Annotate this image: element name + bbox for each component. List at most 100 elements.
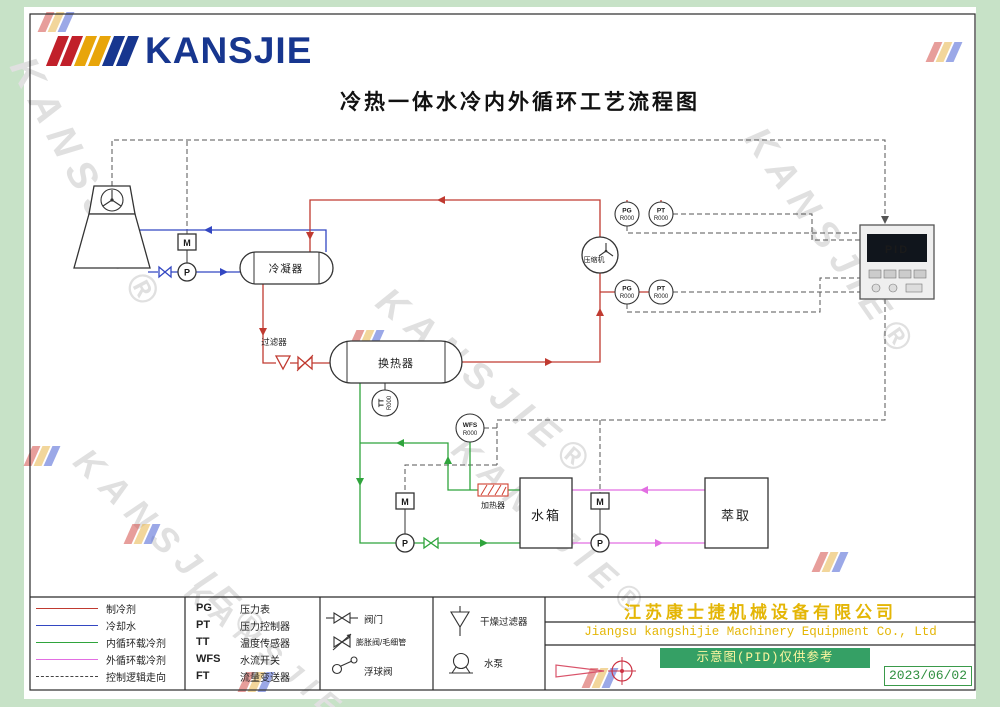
pid-controller: PID <box>859 224 935 300</box>
condenser-vessel: 冷凝器 <box>239 251 334 285</box>
legend-line-label: 制冷剂 <box>106 604 136 616</box>
pump-label: P <box>402 539 408 549</box>
refrigerant-piping <box>259 196 662 372</box>
instrument-id: R000 <box>654 294 669 300</box>
pump-label: P <box>184 268 190 278</box>
extraction-unit: 萃取 <box>704 477 769 549</box>
pressure-controller-bottom: PT R000 <box>648 279 674 305</box>
instrument-id: R000 <box>654 216 669 222</box>
instrument-desc: 温度传感器 <box>240 638 290 650</box>
internal-coolant-valve-icon <box>423 536 439 550</box>
heater-label: 加热器 <box>481 500 505 510</box>
external-coolant-line-swatch <box>36 658 98 660</box>
heat-exchanger-vessel: 换热器 <box>329 340 463 384</box>
motor-box <box>590 492 610 510</box>
legend-line-row: 制冷剂 <box>36 601 136 616</box>
pressure-gauge-bottom: PG R000 <box>614 279 640 305</box>
legend-line-row: 控制逻辑走向 <box>36 669 166 684</box>
legend-instrument-row: FT 流量变送器 <box>196 669 290 684</box>
instrument-tag: PT <box>657 208 665 215</box>
motor-box <box>395 492 415 510</box>
instrument-desc: 水流开关 <box>240 655 280 667</box>
water-flow-switch: WFS R000 <box>455 413 485 443</box>
instrument-tag: PT <box>657 286 665 293</box>
refrigerant-line-swatch <box>36 607 98 609</box>
instrument-code: WFS <box>196 653 221 665</box>
legend-water-pump-icon <box>449 652 473 674</box>
motor-label: M <box>401 497 409 507</box>
heat-exchanger-label: 换热器 <box>378 356 414 370</box>
instrument-code: FT <box>196 670 210 682</box>
internal-coolant-piping <box>356 383 520 550</box>
legend-float-valve-label: 浮球阀 <box>364 667 393 678</box>
heater: 加热器 <box>477 483 509 510</box>
dry-filter-icon <box>274 355 292 371</box>
drawing-date: 2023/06/02 <box>884 666 972 686</box>
water-tank: 水箱 <box>519 477 573 549</box>
instrument-desc: 压力表 <box>240 604 270 616</box>
pump-circle <box>590 533 610 553</box>
legend-water-pump-label: 水泵 <box>484 659 504 670</box>
sheet-background <box>24 7 976 699</box>
external-coolant-piping <box>572 486 705 547</box>
instrument-tag: TT <box>379 398 386 407</box>
brand-name: KANSJIE <box>145 30 313 71</box>
internal-coolant-pump-set: M P <box>395 492 415 553</box>
legend-line-label: 控制逻辑走向 <box>106 672 166 684</box>
water-tank-label: 水箱 <box>531 508 561 523</box>
legend-line-row: 冷却水 <box>36 618 136 633</box>
instrument-tag: WFS <box>463 422 478 429</box>
legend-dry-filter-icon <box>450 606 470 636</box>
instrument-id: R000 <box>620 216 635 222</box>
instrument-desc: 压力控制器 <box>240 621 290 633</box>
legend-line-label: 外循环载冷剂 <box>106 655 166 667</box>
tower-fan-icon <box>100 188 124 212</box>
company-name-cn: 江苏康士捷机械设备有限公司 <box>624 603 897 622</box>
filter-label: 过滤器 <box>261 337 287 347</box>
temperature-sensor: TT R000 <box>371 383 399 417</box>
cooling-water-piping <box>140 226 327 279</box>
company-logo-icon <box>555 657 636 685</box>
drawing-note: 示意图(PID)仅供参考 <box>660 648 870 668</box>
legend-instrument-row: TT 温度传感器 <box>196 635 290 650</box>
pid-label: PID <box>885 244 909 256</box>
pump-circle <box>177 262 197 282</box>
legend-float-valve-icon <box>331 656 358 675</box>
legend-line-row: 内循环载冷剂 <box>36 635 166 650</box>
company-name-en: Jiangsu kangshijie Machinery Equipment C… <box>584 625 937 639</box>
instrument-desc: 流量变送器 <box>240 672 290 684</box>
instrument-tag: PG <box>622 286 631 293</box>
legend-dry-filter-label: 干燥过滤器 <box>480 617 528 628</box>
instrument-id: R000 <box>620 294 635 300</box>
control-line-swatch <box>36 675 98 677</box>
external-coolant-pump-set: M P <box>590 492 610 553</box>
brand-logo: KANSJIE <box>45 30 313 72</box>
pressure-gauge-top: PG R000 <box>614 201 640 227</box>
instrument-id: R000 <box>387 395 393 410</box>
legend-line-label: 内循环载冷剂 <box>106 638 166 650</box>
legend-instrument-row: WFS 水流开关 <box>196 652 280 667</box>
legend-instrument-row: PT 压力控制器 <box>196 618 290 633</box>
instrument-code: PT <box>196 619 211 631</box>
sheet-frame <box>29 13 976 691</box>
cooling-water-valve-icon <box>158 265 172 279</box>
control-arrow <box>881 216 889 224</box>
legend-expansion-valve-label: 膨胀阀/毛细管 <box>356 638 407 647</box>
pid-knob-icon <box>871 283 881 293</box>
legend-line-row: 外循环载冷剂 <box>36 652 166 667</box>
compressor: 压缩机 <box>581 236 619 274</box>
legend-valve-label: 阀门 <box>364 615 384 626</box>
instrument-code: PG <box>196 602 212 614</box>
condenser-label: 冷凝器 <box>269 262 304 275</box>
legend-line-label: 冷却水 <box>106 621 136 633</box>
motor-label: M <box>596 497 604 507</box>
extraction-label: 萃取 <box>721 508 751 523</box>
legend-expansion-valve-icon <box>332 633 352 651</box>
pid-knob-icon <box>888 283 898 293</box>
legend-valve-icon <box>326 612 358 624</box>
cooling-water-line-swatch <box>36 624 98 626</box>
instrument-tag: PG <box>622 208 631 215</box>
cooling-water-pump-set: M P <box>177 233 197 282</box>
cooling-tower <box>73 185 151 269</box>
